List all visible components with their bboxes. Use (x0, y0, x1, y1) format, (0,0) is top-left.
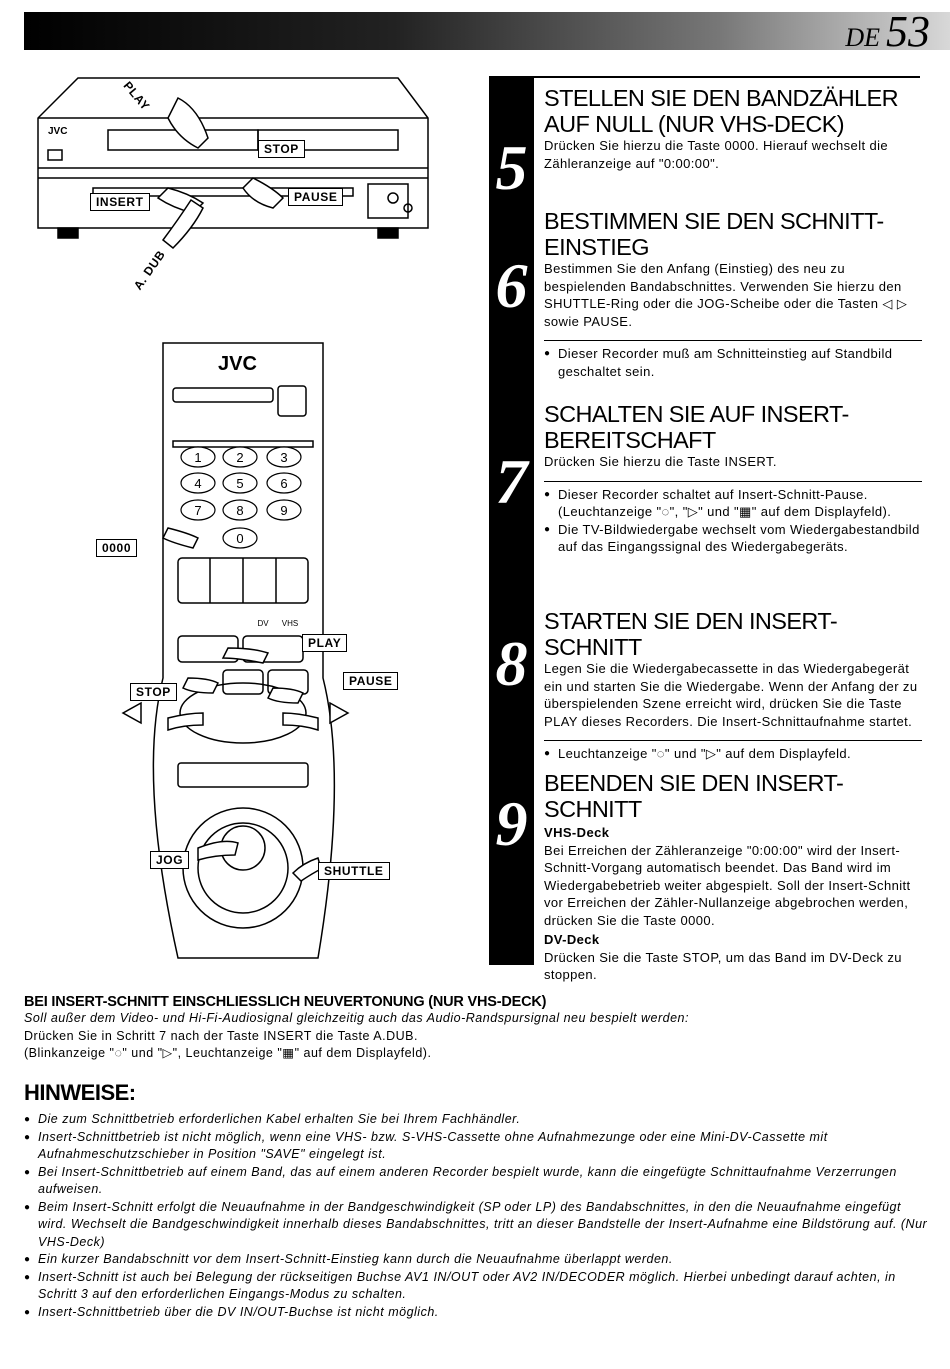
key-4-label: 4 (194, 476, 201, 491)
step-7-title: SCHALTEN SIE AUF INSERT-BEREITSCHAFT (544, 401, 849, 453)
remote-control (121, 342, 350, 959)
step-8-number: 8 (495, 628, 528, 699)
key-1 (180, 446, 216, 468)
key-7-label: 7 (194, 503, 201, 518)
callout-play-remote: PLAY (302, 634, 348, 652)
callout-insert: INSERT (90, 193, 150, 211)
step-9-vhs-heading: VHS-Deck (544, 825, 610, 840)
key-9 (266, 499, 302, 521)
step-7-bullet-2: Die TV-Bildwiedergabe wechselt vom Wiede… (544, 521, 922, 556)
callout-pause-remote: PAUSE (343, 672, 399, 690)
step-6-note-text: Dieser Recorder muß am Schnitteinstieg a… (544, 345, 922, 380)
note-item: Insert-Schnittbetrieb ist nicht möglich,… (24, 1129, 929, 1164)
step-9-dv-text: Drücken Sie die Taste STOP, um das Band … (544, 949, 902, 983)
key-5 (222, 472, 258, 494)
callout-0000: 0000 (96, 539, 138, 557)
step-5-text: Drücken Sie hierzu die Taste 0000. Hiera… (544, 138, 889, 171)
key-8-label: 8 (236, 503, 243, 518)
step-8: STARTEN SIE DEN INSERT-SCHNITT Legen Sie… (544, 608, 922, 763)
note-item: Die zum Schnittbetrieb erforderlichen Ka… (24, 1111, 929, 1129)
step-6-title: BESTIMMEN SIE DEN SCHNITT-EINSTIEG (544, 208, 884, 260)
key-1-label: 1 (194, 450, 201, 465)
callout-stop-remote: STOP (130, 683, 177, 701)
step-number-column: 5 6 7 8 9 (489, 76, 534, 965)
note-item: Insert-Schnitt ist auch bei Belegung der… (24, 1269, 929, 1304)
dv-label: DV (257, 619, 269, 628)
key-4 (180, 472, 216, 494)
callout-pause-vcr: PAUSE (288, 188, 344, 206)
step-9-vhs-text: Bei Erreichen der Zähleranzeige "0:00:00… (544, 842, 911, 928)
key-3 (266, 446, 302, 468)
insert-dub-heading: BEI INSERT-SCHNITT EINSCHLIESSLICH NEUVE… (24, 994, 547, 1010)
vcr-unit (37, 77, 429, 250)
key-2 (222, 446, 258, 468)
key-6-label: 6 (280, 476, 287, 491)
insert-dub-intro: Soll außer dem Video- und Hi-Fi-Audiosig… (24, 1011, 689, 1025)
step-9: BEENDEN SIE DEN INSERT-SCHNITT VHS-Deck … (544, 770, 922, 984)
remote-brand-logo: JVC (218, 353, 257, 375)
step-9-title: BEENDEN SIE DEN INSERT-SCHNITT (544, 770, 844, 822)
insert-dub-indicator: (Blinkanzeige "◌" und "▷", Leuchtanzeige… (24, 1046, 432, 1060)
callout-jog: JOG (150, 851, 190, 869)
page-number: 53 (886, 7, 930, 56)
remote-keypad: 1 2 3 4 5 6 7 8 9 0 DV VHS (180, 446, 302, 628)
step-9-dv-heading: DV-Deck (544, 932, 600, 947)
callout-stop-vcr: STOP (258, 140, 305, 158)
step-7-notes: Dieser Recorder schaltet auf Insert-Schn… (544, 480, 922, 556)
step-5-title: STELLEN SIE DEN BANDZÄHLER AUF NULL (NUR… (544, 85, 899, 137)
key-3-label: 3 (280, 450, 287, 465)
step-6-number: 6 (495, 250, 528, 321)
vcr-brand-logo: JVC (48, 126, 67, 137)
key-0 (222, 527, 258, 549)
note-item: Bei Insert-Schnittbetrieb auf einem Band… (24, 1164, 929, 1199)
language-code: DE (845, 23, 880, 52)
step-8-note-text: Leuchtanzeige "◌" und "▷" auf dem Displa… (544, 745, 922, 763)
note-item: Ein kurzer Bandabschnitt vor dem Insert-… (24, 1251, 929, 1269)
vcr-remote-illustration: JVC JVC 1 2 3 4 5 (37, 77, 429, 959)
note-item: Insert-Schnittbetrieb über die DV IN/OUT… (24, 1304, 929, 1322)
callout-shuttle: SHUTTLE (318, 862, 390, 880)
note-item: Beim Insert-Schnitt erfolgt die Neuaufna… (24, 1199, 929, 1252)
step-6: BESTIMMEN SIE DEN SCHNITT-EINSTIEG Besti… (544, 208, 922, 380)
key-2-label: 2 (236, 450, 243, 465)
top-rule (490, 76, 920, 78)
insert-dub-section: BEI INSERT-SCHNITT EINSCHLIESSLICH NEUVE… (24, 994, 929, 1063)
step-8-note: Leuchtanzeige "◌" und "▷" auf dem Displa… (544, 740, 922, 763)
header-bar (24, 12, 950, 50)
step-8-title: STARTEN SIE DEN INSERT-SCHNITT (544, 608, 838, 660)
insert-dub-instruction: Drücken Sie in Schritt 7 nach der Taste … (24, 1028, 418, 1043)
vhs-label: VHS (282, 619, 298, 628)
notes-heading: HINWEISE: (24, 1080, 136, 1105)
step-7-number: 7 (495, 446, 528, 517)
key-8 (222, 499, 258, 521)
key-6 (266, 472, 302, 494)
step-7-bullet-1: Dieser Recorder schaltet auf Insert-Schn… (544, 486, 922, 521)
step-8-text: Legen Sie die Wiedergabecassette in das … (544, 661, 918, 729)
notes-list: Die zum Schnittbetrieb erforderlichen Ka… (24, 1111, 929, 1321)
step-5-number: 5 (495, 132, 528, 203)
key-9-label: 9 (280, 503, 287, 518)
step-6-text: Bestimmen Sie den Anfang (Einstieg) des … (544, 261, 908, 329)
step-9-number: 9 (495, 788, 528, 859)
key-7 (180, 499, 216, 521)
step-6-note: Dieser Recorder muß am Schnitteinstieg a… (544, 340, 922, 380)
key-5-label: 5 (236, 476, 243, 491)
key-0-label: 0 (236, 531, 243, 546)
step-7-text: Drücken Sie hierzu die Taste INSERT. (544, 454, 777, 469)
step-7: SCHALTEN SIE AUF INSERT-BEREITSCHAFT Drü… (544, 401, 922, 556)
step-5: STELLEN SIE DEN BANDZÄHLER AUF NULL (NUR… (544, 85, 922, 172)
